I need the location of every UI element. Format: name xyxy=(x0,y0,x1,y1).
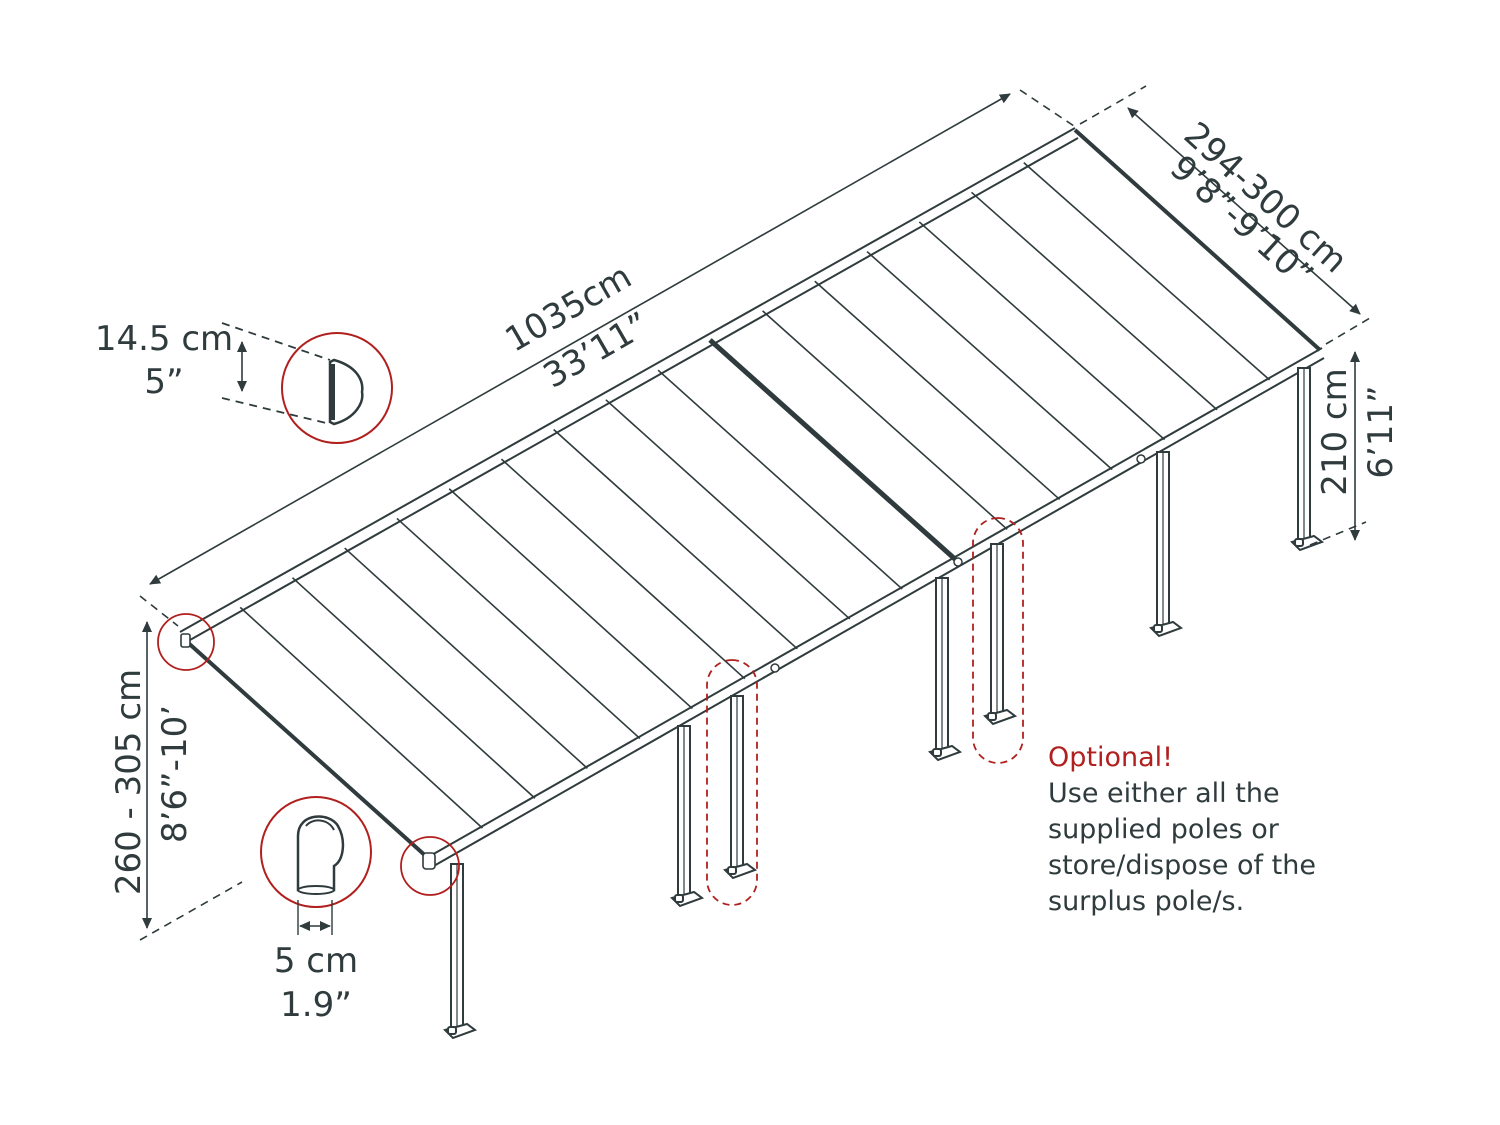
support-post xyxy=(443,863,478,1040)
gutter-height-cm-label: 14.5 cm xyxy=(95,319,233,359)
back-corner-marker xyxy=(157,613,215,671)
optional-pole-marker-1 xyxy=(706,659,758,906)
front-beam xyxy=(429,347,1323,857)
gutter-profile-detail xyxy=(221,322,393,444)
support-post xyxy=(670,725,705,908)
pole-width-in-label: 1.9” xyxy=(280,985,352,1025)
note-line: surplus pole/s. xyxy=(1048,886,1245,917)
pole-profile-detail xyxy=(260,796,372,935)
support-post xyxy=(1290,367,1325,552)
panel-line xyxy=(291,577,536,799)
dimension-lines xyxy=(139,85,1371,941)
support-post xyxy=(983,543,1018,726)
front-height-ft-label: 8’6”-10’ xyxy=(155,705,195,843)
panel-line xyxy=(344,547,588,769)
note-heading: Optional! xyxy=(1048,742,1173,773)
gutter-height-in-label: 5” xyxy=(144,362,183,402)
note-line: Use either all the xyxy=(1048,778,1280,809)
detail-markers xyxy=(157,517,1024,906)
support-post xyxy=(1149,451,1184,638)
support-post xyxy=(723,695,758,880)
front-corner-marker xyxy=(400,836,460,896)
back-height-ft-label: 6’11” xyxy=(1361,385,1401,478)
optional-note: Optional! Use either all the supplied po… xyxy=(1048,740,1468,920)
panel-line xyxy=(239,606,484,829)
note-line: store/dispose of the xyxy=(1048,850,1316,881)
roof-panel-lines xyxy=(239,162,1271,829)
support-post xyxy=(928,577,963,762)
back-height-cm-label: 210 cm xyxy=(1315,368,1355,496)
pole-width-cm-label: 5 cm xyxy=(274,941,358,981)
support-posts xyxy=(443,367,1325,1040)
note-line: supplied poles or xyxy=(1048,814,1279,845)
front-height-cm-label: 260 - 305 cm xyxy=(109,669,149,895)
back-beam xyxy=(179,127,1076,633)
panel-line xyxy=(970,191,1218,411)
left-end-rafter xyxy=(183,638,430,860)
